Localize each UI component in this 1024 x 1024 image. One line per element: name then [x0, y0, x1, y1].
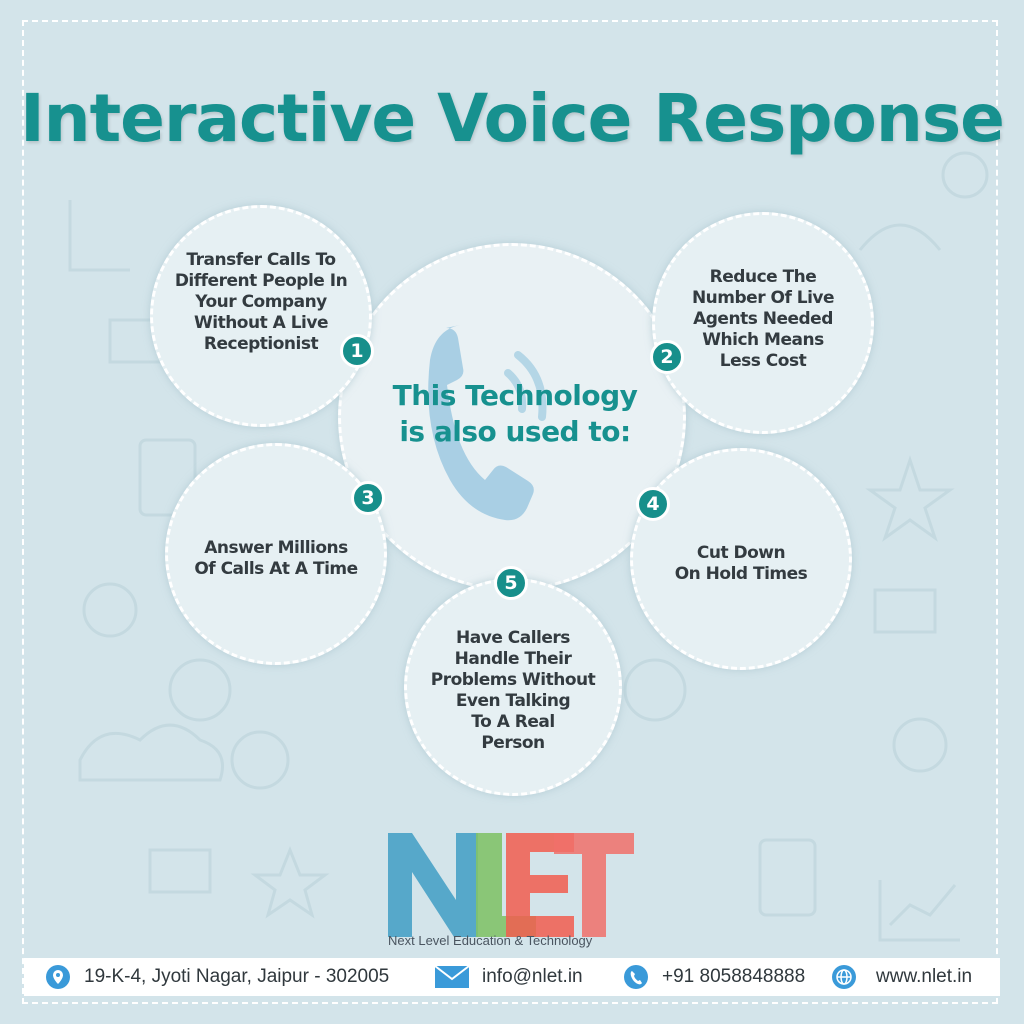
bulb-doodle-icon: [82, 582, 138, 638]
address-text: 19-K-4, Jyoti Nagar, Jaipur - 302005: [84, 966, 390, 987]
point-1-line: Receptionist: [203, 333, 319, 354]
number-badge-1: 1: [340, 334, 374, 368]
cloud-doodle-icon: [78, 723, 224, 782]
globe-icon: [830, 963, 858, 991]
point-2-line: Reduce The: [709, 266, 817, 287]
envelope-doodle-icon-3: [148, 848, 212, 894]
star-doodle-icon-2: [250, 845, 330, 919]
phone-item[interactable]: +91 8058848888: [622, 958, 805, 996]
point-text-2: Reduce The Number Of Live Agents Needed …: [691, 266, 835, 372]
center-heading-line2: is also used to:: [399, 415, 631, 448]
address-item: 19-K-4, Jyoti Nagar, Jaipur - 302005: [44, 958, 389, 996]
gear-doodle-icon: [230, 730, 290, 790]
point-1-line: Your Company: [195, 291, 327, 312]
point-5-line: Problems Without: [430, 670, 596, 690]
point-1-line: Without A Live: [194, 312, 328, 333]
point-circle-1: Transfer Calls To Different People In Yo…: [150, 205, 372, 427]
point-text-5: Have Callers Handle Their Problems Witho…: [431, 628, 596, 754]
number-badge-3: 3: [351, 481, 385, 515]
point-2-line: Less Cost: [719, 350, 807, 371]
dashed-border: [22, 20, 998, 1004]
point-circle-5: Have Callers Handle Their Problems Witho…: [404, 578, 622, 796]
website-link[interactable]: www.nlet.in: [876, 966, 973, 987]
point-2-line: Which Means: [702, 329, 824, 350]
point-5-line: Handle Their: [454, 649, 572, 669]
phone-handset-icon: [428, 325, 547, 521]
email-link[interactable]: info@nlet.in: [482, 966, 583, 987]
point-1-line: Transfer Calls To: [186, 249, 336, 270]
location-pin-icon: [44, 963, 72, 991]
number-badge-2: 2: [650, 340, 684, 374]
chart-doodle-icon-2: [878, 880, 960, 942]
center-heading: This Technology is also used to:: [370, 378, 660, 450]
point-3-line: Answer Millions: [204, 538, 348, 558]
point-text-3: Answer Millions Of Calls At A Time: [194, 538, 358, 580]
envelope-doodle-icon-2: [873, 588, 937, 634]
wifi-doodle-icon: [858, 223, 942, 251]
website-item[interactable]: www.nlet.in: [830, 958, 972, 996]
point-text-4: Cut Down On Hold Times: [675, 543, 808, 585]
point-text-1: Transfer Calls To Different People In Yo…: [174, 249, 348, 355]
point-circle-2: Reduce The Number Of Live Agents Needed …: [652, 212, 874, 434]
star-doodle-icon: [865, 455, 955, 542]
email-item[interactable]: info@nlet.in: [434, 958, 583, 996]
point-3-line: Of Calls At A Time: [194, 559, 358, 579]
dollar-coin-icon: [168, 658, 232, 722]
phone-icon: [622, 963, 650, 991]
envelope-icon: [434, 963, 470, 991]
point-5-line: To A Real: [471, 712, 555, 732]
point-5-line: Have Callers: [456, 628, 570, 648]
center-circle: [338, 243, 686, 591]
point-circle-3: Answer Millions Of Calls At A Time: [165, 443, 387, 665]
point-2-line: Number Of Live: [691, 287, 835, 308]
center-heading-line1: This Technology: [392, 379, 638, 412]
point-4-line: On Hold Times: [674, 564, 808, 584]
magnifier-doodle-icon: [941, 151, 989, 199]
number-badge-5: 5: [494, 566, 528, 600]
calculator-doodle-icon-2: [758, 838, 817, 917]
point-circle-4: Cut Down On Hold Times: [630, 448, 852, 670]
contact-footer: 19-K-4, Jyoti Nagar, Jaipur - 302005 inf…: [24, 958, 1000, 996]
number-badge-4: 4: [636, 487, 670, 521]
point-4-line: Cut Down: [696, 543, 786, 563]
bulb-doodle-icon-2: [892, 717, 948, 773]
logo-tagline: Next Level Education & Technology: [388, 933, 593, 948]
dollar-coin-icon-2: [623, 658, 687, 722]
point-2-line: Agents Needed: [693, 308, 833, 329]
point-5-line: Even Talking: [455, 691, 571, 711]
page-title: Interactive Voice Response: [20, 80, 1005, 157]
point-5-line: Person: [481, 733, 545, 753]
chart-doodle-icon: [68, 200, 130, 272]
nlet-logo: [388, 833, 634, 937]
point-1-line: Different People In: [174, 270, 348, 291]
phone-number[interactable]: +91 8058848888: [662, 966, 806, 987]
